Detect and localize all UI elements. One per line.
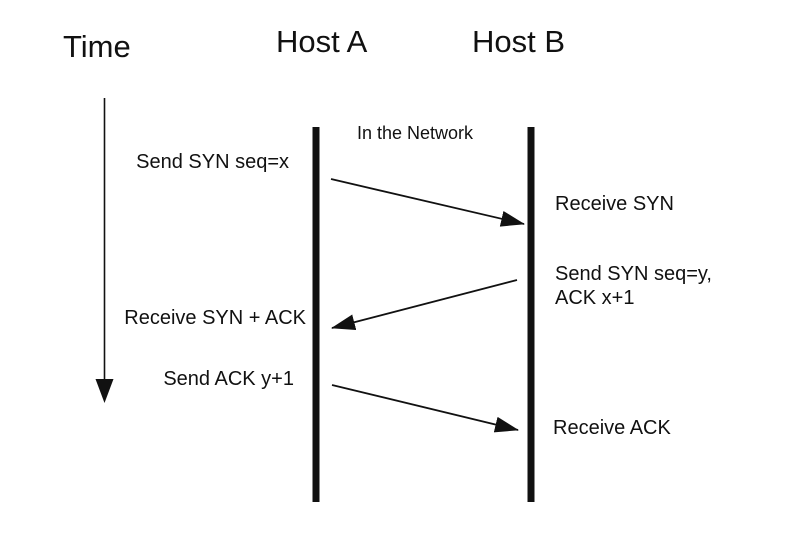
syn-message-arrow [330, 178, 525, 227]
time-axis-down-arrow-icon [95, 379, 114, 403]
time-axis-label: Time [63, 29, 131, 64]
label-send-ack: Send ACK y+1 [163, 368, 294, 390]
syn-ack-message-arrow [331, 279, 518, 330]
network-region-label: In the Network [357, 123, 474, 143]
label-receive-ack: Receive ACK [553, 417, 671, 439]
host-a-title: Host A [276, 24, 368, 59]
label-receive-syn: Receive SYN [555, 193, 674, 215]
ack-message-arrow [331, 384, 519, 433]
label-send-syn: Send SYN seq=x [136, 151, 289, 173]
host-b-title: Host B [472, 24, 566, 59]
label-send-syn-ack-line2: ACK x+1 [555, 287, 635, 309]
label-send-syn-ack: Send SYN seq=y, ACK x+1 [555, 262, 712, 310]
label-receive-syn-ack: Receive SYN + ACK [124, 307, 306, 329]
label-send-syn-ack-line1: Send SYN seq=y, [555, 263, 712, 285]
